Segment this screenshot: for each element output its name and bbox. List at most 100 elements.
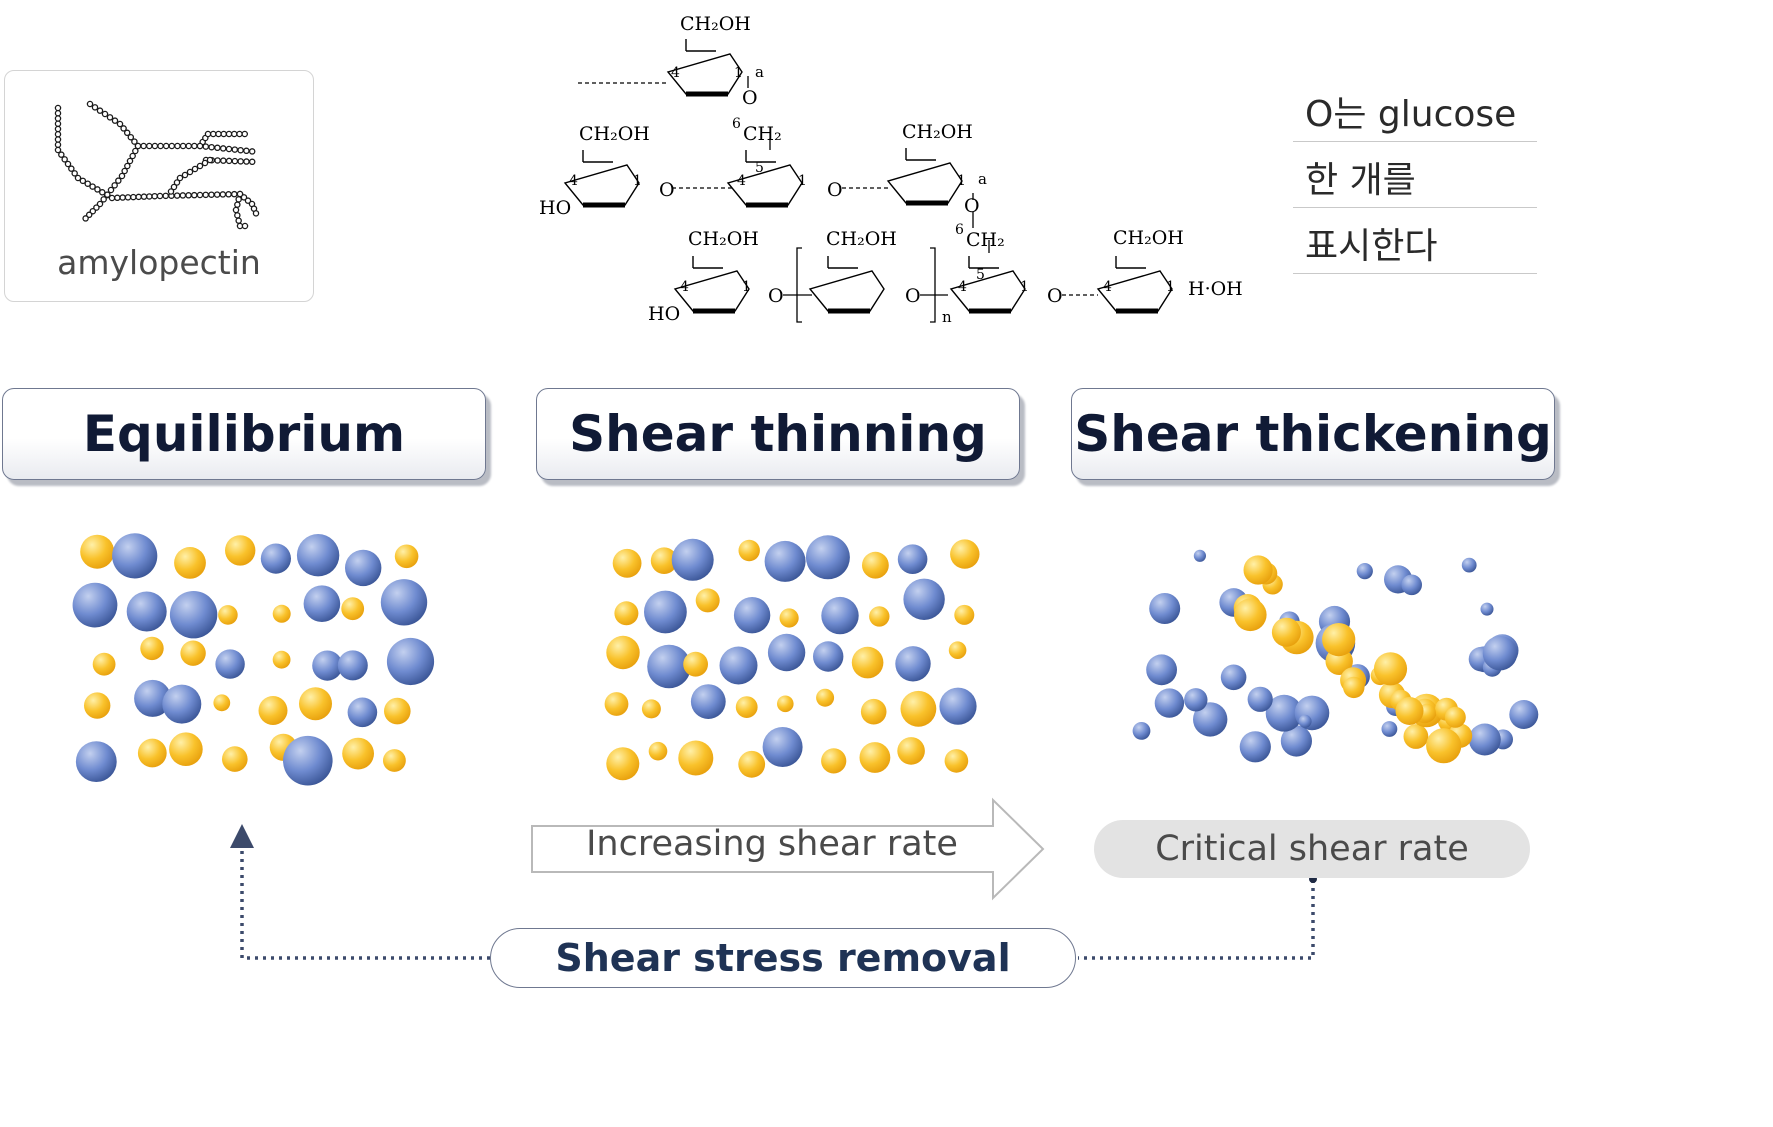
blue-particle-icon xyxy=(1247,686,1273,712)
yellow-particle-icon xyxy=(650,547,678,574)
blue-particle-icon xyxy=(897,544,928,574)
blue-particle-icon xyxy=(345,549,382,587)
yellow-particle-icon xyxy=(695,588,720,613)
glucose-bead-icon xyxy=(243,147,250,155)
glucose-bead-icon xyxy=(68,165,75,172)
glucose-bead-icon xyxy=(220,157,227,164)
glucose-bead-icon xyxy=(230,130,238,138)
glucose-bead-icon xyxy=(162,192,169,200)
glucose-bead-icon xyxy=(54,136,62,143)
amylopectin-label: amylopectin xyxy=(57,243,261,282)
glucose-bead-icon xyxy=(214,144,221,152)
glucose-bead-icon xyxy=(126,157,134,165)
yellow-particle-icon xyxy=(272,604,291,623)
yellow-particle-icon xyxy=(851,646,884,679)
c6-label-1: 6 xyxy=(732,116,741,132)
blue-particle-icon xyxy=(169,591,218,639)
yellow-particle-icon xyxy=(1343,676,1365,699)
o-label-7: O xyxy=(1047,285,1063,307)
a-label-1: a xyxy=(755,63,764,81)
legend-line-2: 한 개를 xyxy=(1293,142,1537,208)
glucose-bead-icon xyxy=(54,110,62,117)
c1-label-7: 1 xyxy=(1166,279,1175,295)
glucose-bead-icon xyxy=(191,142,198,150)
increasing-shear-rate-label: Increasing shear rate xyxy=(586,824,958,864)
glucose-bead-icon xyxy=(243,158,250,165)
c4-label-2: 4 xyxy=(569,173,578,189)
glucose-bead-icon xyxy=(173,179,181,186)
yellow-particle-icon xyxy=(383,749,406,772)
glucose-bead-icon xyxy=(74,174,82,182)
yellow-particle-icon xyxy=(1322,623,1356,657)
yellow-particle-icon xyxy=(816,688,835,707)
yellow-particle-icon xyxy=(174,547,206,579)
glucose-bead-icon xyxy=(234,212,241,219)
blue-particle-icon xyxy=(805,535,850,580)
c4-label-5: 4 xyxy=(958,279,967,295)
glucose-bead-icon xyxy=(241,130,248,138)
legend-line-3: 표시한다 xyxy=(1293,208,1537,274)
blue-particle-icon xyxy=(1298,714,1312,728)
yellow-particle-icon xyxy=(862,551,889,579)
blue-particle-icon xyxy=(1509,700,1539,729)
hoh-label: H·OH xyxy=(1188,278,1243,300)
yellow-particle-icon xyxy=(84,692,111,719)
glucose-bead-icon xyxy=(101,110,109,118)
glucose-bead-icon xyxy=(114,194,121,202)
diagram-canvas: CH₂OH CH₂OH CH₂OH CH₂OH CH₂OH CH₂OH CH₂ … xyxy=(54,13,1539,960)
glucose-bead-icon xyxy=(202,191,209,199)
yellow-particle-icon xyxy=(394,544,419,569)
glucose-bead-icon xyxy=(64,160,72,168)
blue-particle-icon xyxy=(1239,731,1271,763)
glucose-bead-icon xyxy=(231,146,239,153)
blue-particle-icon xyxy=(1265,694,1303,732)
yellow-particle-icon xyxy=(1243,555,1273,585)
yellow-particle-icon xyxy=(606,635,640,670)
yellow-particle-icon xyxy=(92,652,116,676)
blue-particle-icon xyxy=(347,697,378,728)
ch2oh-label-4: CH₂OH xyxy=(688,228,759,250)
glucose-bead-icon xyxy=(181,171,189,179)
glucose-bead-icon xyxy=(191,191,198,199)
yellow-particle-icon xyxy=(342,737,374,770)
c4-label-3: 4 xyxy=(737,173,746,189)
blue-particle-icon xyxy=(303,585,341,622)
yellow-particle-icon xyxy=(1271,617,1301,647)
stage-shear-thickening: Shear thickening xyxy=(1071,388,1555,480)
yellow-particle-icon xyxy=(1234,598,1267,632)
glucose-bead-icon xyxy=(61,156,68,163)
glucose-bead-icon xyxy=(179,192,187,199)
glucose-bead-icon xyxy=(225,157,233,165)
glucose-bead-icon xyxy=(99,189,106,196)
blue-particle-icon xyxy=(690,684,726,719)
glucose-bead-icon xyxy=(219,145,227,152)
yellow-particle-icon xyxy=(738,750,766,778)
yellow-particle-icon xyxy=(678,740,714,776)
blue-particle-icon xyxy=(1220,664,1247,691)
blue-particle-icon xyxy=(1146,654,1177,686)
glucose-bead-icon xyxy=(179,142,187,150)
blue-particle-icon xyxy=(112,533,158,579)
yellow-particle-icon xyxy=(225,535,256,566)
blue-particle-icon xyxy=(813,641,844,672)
yellow-particle-icon xyxy=(218,605,238,625)
glucose-bead-icon xyxy=(168,142,176,150)
glucose-ring-icon xyxy=(808,267,885,312)
yellow-particle-icon xyxy=(859,742,891,773)
yellow-particle-icon xyxy=(950,539,980,569)
glucose-bead-icon xyxy=(107,186,115,194)
glucose-bead-icon xyxy=(104,191,111,198)
glucose-bead-icon xyxy=(54,130,62,138)
yellow-particle-icon xyxy=(954,604,975,625)
blue-particle-icon xyxy=(821,596,859,635)
glucose-bead-icon xyxy=(204,130,212,138)
critical-shear-rate-label: Critical shear rate xyxy=(1155,829,1469,869)
structure-bonds xyxy=(578,76,1098,323)
arrow-up-icon xyxy=(230,824,254,848)
glucose-bead-icon xyxy=(220,130,227,138)
blue-particle-icon xyxy=(1480,602,1494,616)
glucose-bead-icon xyxy=(244,197,252,204)
ch2-label-1: CH₂ xyxy=(743,123,782,145)
glucose-bead-icon xyxy=(100,196,107,203)
glucose-rings xyxy=(563,39,1173,314)
